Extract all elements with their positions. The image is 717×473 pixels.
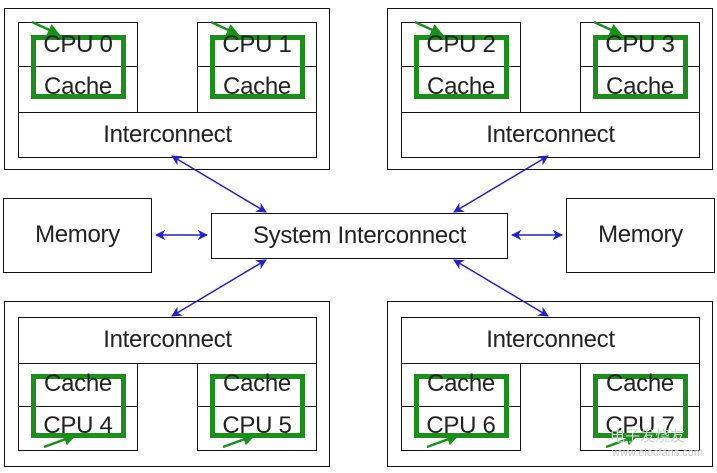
core-cpu5: Cache CPU 5 <box>197 363 317 451</box>
cpu-label: CPU 3 <box>605 31 675 58</box>
cache-label: Cache <box>427 370 495 397</box>
interconnect-label: Interconnect <box>103 326 232 353</box>
cpu-label: CPU 1 <box>222 31 292 58</box>
cache-coherence-loop <box>210 35 305 99</box>
watermark-url: www.elecfans.com <box>612 447 704 459</box>
cpu-label: CPU 7 <box>605 412 675 439</box>
core-cpu4: Cache CPU 4 <box>18 363 138 451</box>
cluster-bottom-right: Interconnect Cache CPU 6 Cache CPU 7 <box>387 301 713 467</box>
core-cpu1: CPU 1 Cache <box>197 22 317 113</box>
cluster-interconnect: Interconnect <box>18 317 317 364</box>
interconnect-label: Interconnect <box>103 121 232 148</box>
cache-label: Cache <box>427 73 495 100</box>
core-cpu7: Cache CPU 7 <box>580 363 700 451</box>
cache-coherence-loop <box>593 35 688 99</box>
system-interconnect-label: System Interconnect <box>252 222 467 249</box>
cache-coherence-loop <box>31 374 126 438</box>
interconnect-label: Interconnect <box>486 121 615 148</box>
system-interconnect: System Interconnect <box>211 213 508 259</box>
cache-coherence-loop <box>414 374 509 438</box>
core-cpu6: Cache CPU 6 <box>401 363 521 451</box>
cache-label: Cache <box>606 370 674 397</box>
cpu-label: CPU 0 <box>43 31 113 58</box>
cpu-label: CPU 2 <box>426 31 496 58</box>
cache-coherence-loop <box>414 35 509 99</box>
cache-label: Cache <box>44 73 112 100</box>
cpu-label: CPU 6 <box>426 412 496 439</box>
cache-label: Cache <box>223 370 291 397</box>
cluster-bottom-left: Interconnect Cache CPU 4 Cache CPU 5 <box>4 301 330 467</box>
cluster-top-right: CPU 2 Cache CPU 3 Cache Interconnect <box>387 8 713 170</box>
cache-coherence-loop <box>210 374 305 438</box>
memory-right: Memory <box>566 198 715 273</box>
cluster-interconnect: Interconnect <box>401 317 700 364</box>
core-cpu2: CPU 2 Cache <box>401 22 521 113</box>
watermark-logo: 电子发烧友 <box>610 428 686 445</box>
core-cpu0: CPU 0 Cache <box>18 22 138 113</box>
cluster-interconnect: Interconnect <box>401 112 700 158</box>
memory-label: Memory <box>598 221 683 248</box>
memory-label: Memory <box>35 221 120 248</box>
cache-label: Cache <box>44 370 112 397</box>
cluster-interconnect: Interconnect <box>18 112 317 158</box>
cache-coherence-loop <box>31 35 126 99</box>
memory-left: Memory <box>3 198 152 273</box>
cpu-label: CPU 5 <box>222 412 292 439</box>
interconnect-label: Interconnect <box>486 326 615 353</box>
cpu-label: CPU 4 <box>43 412 113 439</box>
cluster-top-left: CPU 0 Cache CPU 1 Cache Interconnect <box>4 8 330 170</box>
cache-label: Cache <box>223 73 291 100</box>
cache-label: Cache <box>606 73 674 100</box>
core-cpu3: CPU 3 Cache <box>580 22 700 113</box>
cache-coherence-loop <box>593 374 688 438</box>
